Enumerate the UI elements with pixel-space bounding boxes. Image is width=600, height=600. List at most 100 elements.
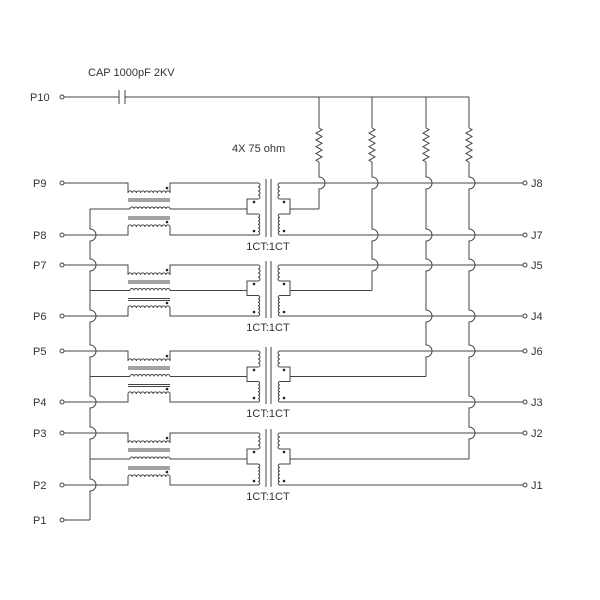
resistor-column-4: [468, 162, 476, 459]
polarity-dot: [252, 310, 256, 314]
terminal-label-j1: J1: [531, 480, 543, 492]
transformer-winding: [257, 213, 261, 236]
choke-core: [128, 198, 170, 202]
terminal-label-p5: P5: [33, 346, 46, 358]
terminal-label-p8: P8: [33, 230, 46, 242]
polarity-dot: [252, 229, 256, 233]
terminal-label-p7: P7: [33, 260, 46, 272]
transformer-ratio-label: 1CT:1CT: [246, 408, 290, 420]
polarity-dot: [252, 450, 256, 454]
terminal: [59, 348, 65, 354]
inductor-coil: [127, 474, 171, 478]
transformer-ratio-label: 1CT:1CT: [246, 491, 290, 503]
terminal: [522, 348, 528, 354]
polarity-dot: [282, 396, 286, 400]
terminal: [59, 399, 65, 405]
transformer-winding: [257, 182, 261, 200]
terminal: [59, 232, 65, 238]
transformer-winding: [257, 350, 261, 368]
transformer-winding: [277, 463, 281, 486]
polarity-dot: [165, 220, 169, 224]
polarity-dot: [252, 396, 256, 400]
choke-core: [128, 384, 170, 387]
transformer-ratio-label: 1CT:1CT: [246, 322, 290, 334]
polarity-dot: [165, 387, 169, 391]
center-tap-bracket: [246, 198, 258, 215]
terminal-label-j6: J6: [531, 346, 543, 358]
terminal: [522, 232, 528, 238]
polarity-dot: [252, 200, 256, 204]
transformer-winding: [257, 432, 261, 450]
terminal-label-j2: J2: [531, 428, 543, 440]
inductor-coil: [129, 374, 171, 377]
polarity-dot: [282, 282, 286, 286]
transformer-winding: [257, 381, 261, 403]
transformer-winding: [277, 213, 281, 236]
transformer-core: [265, 179, 272, 237]
inductor-coil: [127, 224, 171, 228]
polarity-dot: [252, 282, 256, 286]
transformer-winding: [277, 381, 281, 403]
transformer-core: [265, 429, 272, 487]
inductor-coil: [127, 272, 171, 276]
polarity-dot: [282, 200, 286, 204]
center-tap-bracket: [280, 366, 291, 382]
choke-core: [128, 280, 170, 284]
terminal: [59, 482, 65, 488]
terminal: [59, 262, 65, 268]
polarity-dot: [282, 229, 286, 233]
choke-core: [128, 298, 170, 301]
terminal: [59, 430, 65, 436]
wire: [64, 227, 258, 236]
terminal-p10: [59, 94, 65, 100]
terminal-label-j5: J5: [531, 260, 543, 272]
center-tap-bracket: [246, 280, 258, 296]
wire: [64, 394, 258, 403]
resistor-label: 4X 75 ohm: [232, 143, 285, 155]
transformer-winding: [257, 295, 261, 317]
polarity-dot: [165, 186, 169, 190]
inductor-coil: [129, 456, 171, 460]
choke-core: [128, 466, 170, 470]
center-tap-bracket: [246, 366, 258, 382]
resistor-column-2: [371, 162, 379, 291]
polarity-dot: [165, 301, 169, 305]
common-center-tap-bus: [89, 209, 97, 520]
terminal: [522, 262, 528, 268]
polarity-dot: [252, 479, 256, 483]
resistor: [367, 127, 377, 163]
polarity-dot: [165, 436, 169, 440]
transformer-winding: [257, 264, 261, 282]
center-tap-bracket: [280, 198, 291, 215]
wire: [64, 432, 258, 443]
inductor-coil: [127, 190, 171, 194]
transformer-winding: [257, 463, 261, 486]
transformer-winding: [277, 432, 281, 450]
terminal-label-p1: P1: [33, 515, 46, 527]
terminal-p1: [59, 517, 65, 523]
terminal: [59, 180, 65, 186]
terminal-label-j3: J3: [531, 397, 543, 409]
terminal: [522, 399, 528, 405]
resistor: [421, 127, 431, 163]
wire: [64, 477, 258, 486]
polarity-dot: [282, 368, 286, 372]
choke-core: [128, 366, 170, 370]
terminal-label-j4: J4: [531, 311, 543, 323]
center-tap-bracket: [280, 280, 291, 296]
polarity-dot: [282, 450, 286, 454]
transformer-winding: [277, 182, 281, 200]
terminal-label-p9: P9: [33, 178, 46, 190]
terminal-label-p10: P10: [30, 92, 50, 104]
wire: [64, 350, 258, 361]
terminal: [522, 180, 528, 186]
terminal: [59, 313, 65, 319]
transformer-ratio-label: 1CT:1CT: [246, 241, 290, 253]
transformer-winding: [277, 350, 281, 368]
resistor-column-3: [425, 162, 433, 377]
polarity-dot: [282, 479, 286, 483]
inductor-coil: [127, 440, 171, 444]
polarity-dot: [165, 268, 169, 272]
